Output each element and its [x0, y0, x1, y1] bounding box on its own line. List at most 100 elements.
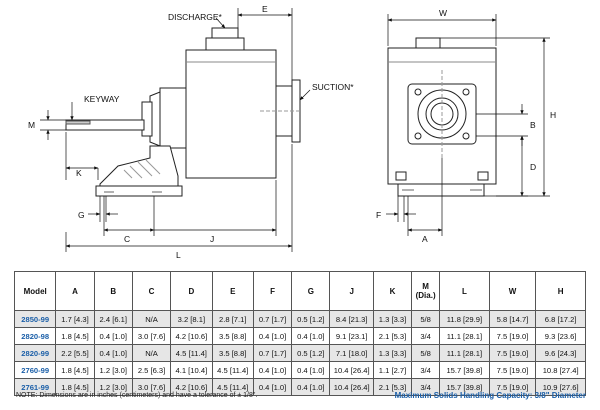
dim-m-cell: 5/8 [411, 344, 441, 362]
dim-g-cell: 0.5 [1.2] [291, 344, 331, 362]
dim-h-cell: 10.8 [27.4] [535, 361, 586, 379]
dim-g-label: G [78, 210, 85, 220]
dim-m-cell: 5/8 [411, 310, 441, 328]
dim-w-cell: 7.5 [19.0] [488, 344, 537, 362]
header-g: G [291, 271, 331, 311]
dim-h-label: H [550, 110, 556, 120]
dim-m-cell: 3/4 [411, 327, 441, 345]
dim-f-cell: 0.4 [1.0] [252, 378, 293, 396]
dim-g-cell: 0.5 [1.2] [291, 310, 331, 328]
dim-l-cell: 11.1 [28.1] [439, 344, 490, 362]
dim-a-label: A [422, 234, 428, 244]
dim-k-label: K [76, 168, 82, 178]
model-cell: 2850-99 [13, 310, 57, 328]
dim-l-cell: 15.7 [39.8] [439, 378, 490, 396]
header-l: L [439, 271, 490, 311]
dim-d-label: D [530, 162, 536, 172]
dim-e-cell: 4.5 [11.4] [211, 378, 254, 396]
table-header-row: Model A B C D E F G J K M (Dia.) L W H [13, 271, 586, 311]
header-c: C [131, 271, 172, 311]
dim-b-cell: 1.2 [3.0] [93, 378, 133, 396]
dim-e-cell: 3.5 [8.8] [211, 344, 254, 362]
dim-e-cell: 3.5 [8.8] [211, 327, 254, 345]
header-m: M (Dia.) [411, 271, 441, 311]
keyway-label: KEYWAY [84, 94, 120, 104]
dimensions-table: Model A B C D E F G J K M (Dia.) L W H 2… [13, 271, 586, 396]
model-cell: 2820-99 [13, 344, 57, 362]
header-f: F [252, 271, 293, 311]
dim-a-cell: 1.8 [4.5] [55, 378, 95, 396]
dim-b-label: B [530, 120, 536, 130]
dim-g-cell: 0.4 [1.0] [291, 327, 331, 345]
model-cell: 2761-99 [13, 378, 57, 396]
dim-a-cell: 1.8 [4.5] [55, 327, 95, 345]
solids-capacity-note: Maximum Solids Handling Capacity: 3/8" D… [394, 391, 586, 400]
dim-l-cell: 11.8 [29.9] [439, 310, 490, 328]
suction-label: SUCTION* [312, 82, 354, 92]
dim-c-cell: N/A [131, 344, 172, 362]
dim-j-cell: 8.4 [21.3] [329, 310, 374, 328]
dim-m-cell: 3/4 [411, 361, 441, 379]
header-j: J [329, 271, 374, 311]
model-cell: 2820-98 [13, 327, 57, 345]
dim-h-cell: 9.3 [23.6] [535, 327, 586, 345]
dim-f-label: F [376, 210, 381, 220]
discharge-label: DISCHARGE* [168, 12, 223, 22]
dim-w-cell: 7.5 [19.0] [488, 361, 537, 379]
dim-c-cell: 2.5 [6.3] [131, 361, 172, 379]
header-model: Model [13, 271, 57, 311]
dim-a-cell: 1.7 [4.3] [55, 310, 95, 328]
dim-m-cell: 3/4 [411, 378, 441, 396]
model-cell: 2760-99 [13, 361, 57, 379]
dim-c-label: C [124, 234, 130, 244]
header-w: W [488, 271, 537, 311]
dim-d-cell: 4.5 [11.4] [170, 344, 213, 362]
dim-k-cell: 1.3 [3.3] [372, 344, 413, 362]
header-m-line1: M [422, 282, 429, 291]
header-e: E [211, 271, 254, 311]
dim-k-cell: 2.1 [5.3] [372, 378, 413, 396]
dim-f-cell: 0.4 [1.0] [252, 361, 293, 379]
dim-g-cell: 0.4 [1.0] [291, 378, 331, 396]
dim-k-cell: 1.3 [3.3] [372, 310, 413, 328]
header-b: B [93, 271, 133, 311]
dim-e-label: E [262, 4, 268, 14]
dim-j-cell: 9.1 [23.1] [329, 327, 374, 345]
dim-l-cell: 11.1 [28.1] [439, 327, 490, 345]
header-m-line2: (Dia.) [415, 291, 436, 300]
dim-j-cell: 10.4 [26.4] [329, 361, 374, 379]
dim-a-cell: 2.2 [5.5] [55, 344, 95, 362]
dim-c-cell: N/A [131, 310, 172, 328]
dim-b-cell: 2.4 [6.1] [93, 310, 133, 328]
dim-w-label: W [439, 8, 447, 18]
dim-h-cell: 6.8 [17.2] [535, 310, 586, 328]
dim-c-cell: 3.0 [7.6] [131, 327, 172, 345]
dim-b-cell: 1.2 [3.0] [93, 361, 133, 379]
dim-k-cell: 1.1 [2.7] [372, 361, 413, 379]
dim-e-cell: 4.5 [11.4] [211, 361, 254, 379]
dim-b-cell: 0.4 [1.0] [93, 327, 133, 345]
dim-l-label: L [176, 250, 181, 260]
dim-w-cell: 7.5 [19.0] [488, 378, 537, 396]
dim-a-cell: 1.8 [4.5] [55, 361, 95, 379]
dim-g-cell: 0.4 [1.0] [291, 361, 331, 379]
dimension-lines [40, 8, 550, 252]
dim-d-cell: 3.2 [8.1] [170, 310, 213, 328]
dim-e-cell: 2.8 [7.1] [211, 310, 254, 328]
dim-m-label: M [28, 120, 35, 130]
dim-d-cell: 4.2 [10.6] [170, 327, 213, 345]
dim-h-cell: 9.6 [24.3] [535, 344, 586, 362]
dim-d-cell: 4.2 [10.6] [170, 378, 213, 396]
dim-f-cell: 0.7 [1.7] [252, 344, 293, 362]
dim-f-cell: 0.7 [1.7] [252, 310, 293, 328]
dim-j-cell: 7.1 [18.0] [329, 344, 374, 362]
header-d: D [170, 271, 213, 311]
dim-j-label: J [210, 234, 214, 244]
dim-w-cell: 5.8 [14.7] [488, 310, 537, 328]
